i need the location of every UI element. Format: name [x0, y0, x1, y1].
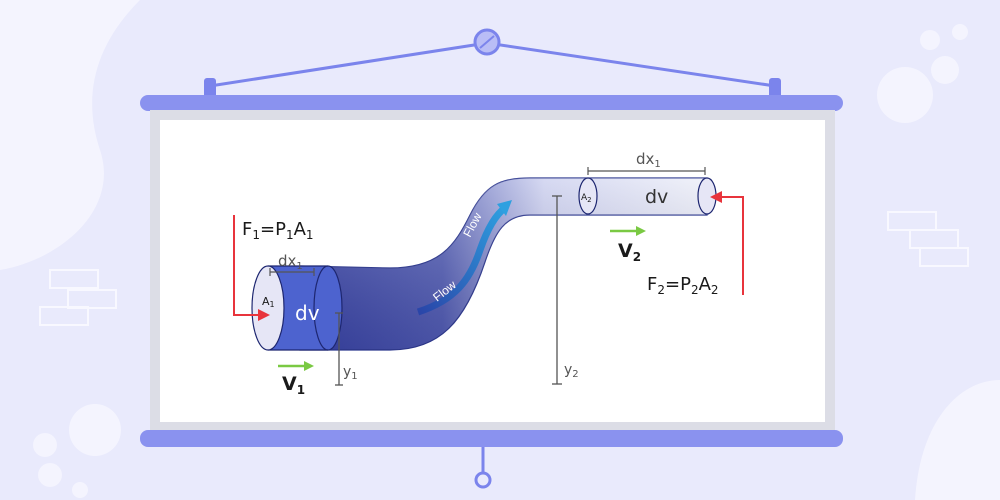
- left-height-dimension: [335, 312, 343, 386]
- right-height-label: y2: [564, 362, 579, 380]
- left-area-label: A1: [262, 295, 275, 309]
- screen-bottom-bar: [140, 430, 843, 447]
- right-area-face: [578, 177, 598, 215]
- pipe: [299, 177, 708, 351]
- right-area-label: A2: [581, 193, 592, 204]
- right-dv-label: dv: [645, 186, 668, 208]
- left-velocity-arrow: [278, 361, 314, 371]
- left-dx-dimension: [269, 268, 315, 276]
- left-area-face: [251, 265, 285, 351]
- right-dx-dimension: [587, 167, 706, 175]
- right-dx-label: dx1: [636, 150, 661, 170]
- left-dv-label: dv: [295, 301, 320, 325]
- right-force-arrow: [710, 191, 744, 295]
- right-height-dimension: [552, 195, 562, 385]
- right-velocity-arrow: [610, 226, 646, 236]
- left-force-arrow: [233, 215, 270, 321]
- left-velocity-label: V1: [282, 373, 305, 397]
- left-height-label: y1: [343, 364, 358, 382]
- right-force-label: F2=P2A2: [647, 274, 719, 297]
- left-volume-element: dv A1: [251, 265, 343, 351]
- left-force-label: F1=P1A1: [242, 219, 314, 242]
- pull-cord-ring: [474, 471, 492, 489]
- screen-hanger: [209, 28, 776, 88]
- right-volume-element: A2 dv: [578, 177, 717, 215]
- screen-top-bar: [140, 95, 843, 111]
- right-velocity-label: V2: [618, 240, 641, 264]
- left-dx-label: dx1: [278, 252, 303, 272]
